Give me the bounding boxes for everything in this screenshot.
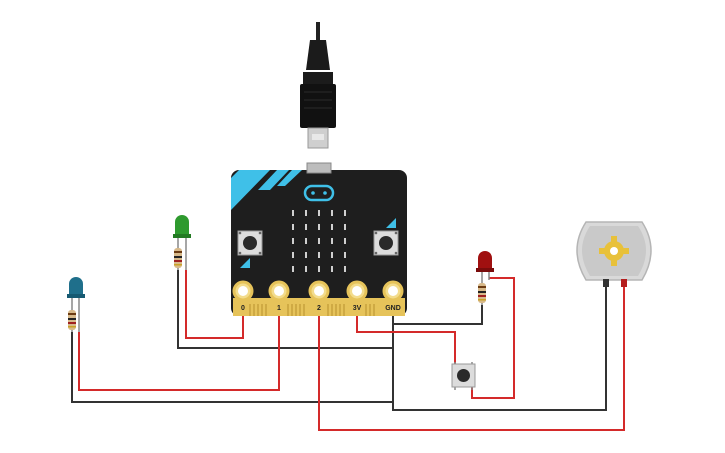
microbit-board[interactable]: 0 1 2 3V GND [231,162,407,316]
pin-2-label: 2 [317,305,321,312]
pushbutton[interactable] [451,362,476,390]
pin-1-label: 1 [277,305,281,312]
wire-green-led-pin0[interactable] [185,270,244,339]
button-a-marker [240,258,250,268]
button-b-marker [386,218,396,228]
usb-port [306,162,332,174]
pin-0[interactable]: 0 [232,280,254,312]
microbit-logo [303,184,335,202]
resistor-red[interactable] [478,283,486,303]
dc-motor[interactable] [576,221,652,290]
resistor-green[interactable] [174,248,182,268]
pin-1[interactable]: 1 [268,280,290,312]
button-a[interactable] [237,230,263,256]
pin-2[interactable]: 2 [308,280,330,312]
usb-cable[interactable] [300,22,336,149]
pin-0-label: 0 [241,305,245,312]
button-b[interactable] [373,230,399,256]
pin-3v[interactable]: 3V [346,280,368,312]
wire-button-red-led[interactable] [471,277,515,399]
wire-gnd-motor[interactable] [392,286,607,411]
resistor-blue[interactable] [68,310,76,330]
led-blue[interactable] [67,277,85,332]
led-matrix [292,210,346,272]
pin-gnd-label: GND [385,305,401,312]
pin-gnd[interactable]: GND [382,280,404,312]
wires[interactable] [71,270,625,431]
wire-blue-led-gnd[interactable] [71,310,394,403]
wire-red-led-gnd[interactable] [393,305,483,325]
wire-blue-led-pin1[interactable] [78,300,280,391]
led-green[interactable] [173,215,191,270]
wire-pin2-motor[interactable] [318,286,625,431]
pin-3v-label: 3V [353,305,362,312]
led-red[interactable] [476,251,494,305]
